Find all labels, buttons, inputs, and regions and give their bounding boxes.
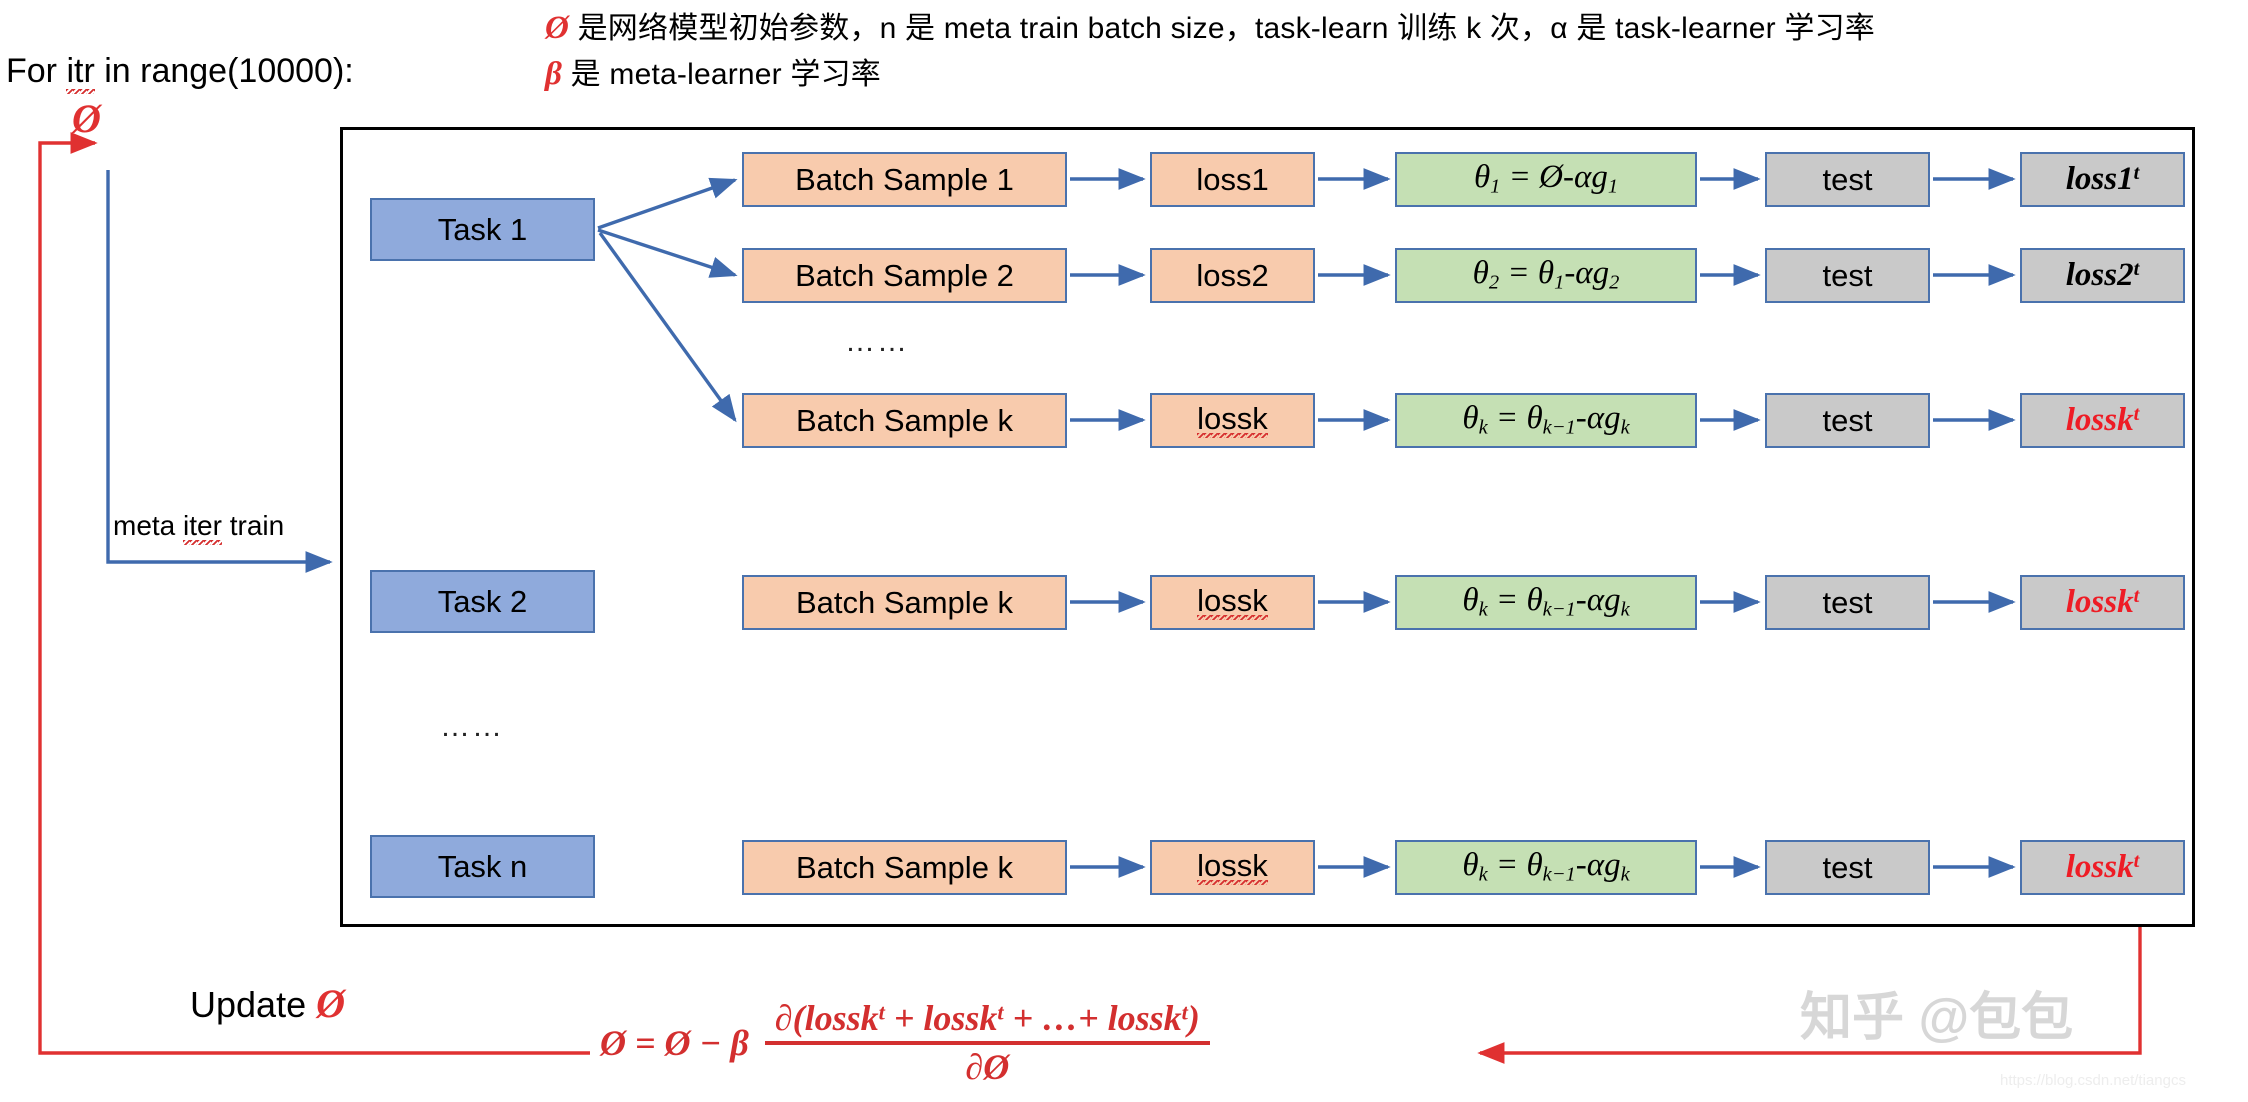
note-text-1: 是网络模型初始参数，n 是 meta train batch size，task…	[577, 12, 1876, 45]
testloss-box-r1-s2[interactable]: loss2t	[2020, 248, 2185, 303]
batch-box-r1-s1[interactable]: Batch Sample 1	[742, 152, 1067, 207]
watermark-text: 知乎 @包包	[1800, 989, 2074, 1047]
phi-start-label: Ø	[72, 96, 101, 141]
iter-misspelled: iter	[183, 510, 222, 545]
theta-formula: θ1 = Ø-αg1	[1473, 159, 1619, 199]
batch-box-r1-s2[interactable]: Batch Sample 2	[742, 248, 1067, 303]
watermark-url: https://blog.csdn.net/tiangcs	[2000, 1072, 2186, 1089]
phi-update-symbol-icon: Ø	[316, 981, 345, 1026]
testloss-label: losskt	[2065, 402, 2140, 438]
theta-formula: θk = θk−1-αgk	[1462, 582, 1630, 622]
loss-box-r1-s1[interactable]: loss1	[1150, 152, 1315, 207]
loss-label: loss1	[1196, 162, 1269, 197]
beta-symbol-icon: β	[545, 55, 563, 92]
testloss-label: loss2t	[2065, 257, 2140, 293]
task-box-1[interactable]: Task 1	[370, 198, 595, 261]
test-label: test	[1822, 850, 1873, 885]
loop-var-misspelled: itr	[66, 52, 95, 94]
testloss-box-r1-s1[interactable]: loss1t	[2020, 152, 2185, 207]
theta-formula: θ2 = θ1-αg2	[1472, 255, 1620, 295]
test-label: test	[1822, 403, 1873, 438]
test-label: test	[1822, 585, 1873, 620]
test-box-r1-s2[interactable]: test	[1765, 248, 1930, 303]
testloss-box-r2-sk[interactable]: losskt	[2020, 575, 2185, 630]
loss-label: lossk	[1197, 583, 1268, 620]
loss-label: lossk	[1197, 848, 1268, 885]
formula-denominator: ∂Ø	[965, 1046, 1010, 1087]
note-text-2: 是 meta-learner 学习率	[570, 57, 881, 91]
update-phi-label: Update Ø	[190, 981, 345, 1026]
theta-formula: θk = θk−1-αgk	[1462, 400, 1630, 440]
batch-box-rn-sk[interactable]: Batch Sample k	[742, 840, 1067, 895]
formula-beta: β	[730, 1023, 749, 1064]
loss-box-r1-sk[interactable]: lossk	[1150, 393, 1315, 448]
note-line-1: Ø 是网络模型初始参数，n 是 meta train batch size，ta…	[545, 6, 2245, 52]
batch-label: Batch Sample 2	[795, 258, 1014, 293]
theta-box-r1-sk[interactable]: θk = θk−1-αgk	[1395, 393, 1697, 448]
batch-box-r2-sk[interactable]: Batch Sample k	[742, 575, 1067, 630]
task-box-2[interactable]: Task 2	[370, 570, 595, 633]
test-box-rn-sk[interactable]: test	[1765, 840, 1930, 895]
test-box-r2-sk[interactable]: test	[1765, 575, 1930, 630]
theta-box-r2-sk[interactable]: θk = θk−1-αgk	[1395, 575, 1697, 630]
loss-label: loss2	[1196, 258, 1269, 293]
batch-label: Batch Sample k	[795, 403, 1014, 438]
loss-label: lossk	[1197, 401, 1268, 438]
test-box-r1-sk[interactable]: test	[1765, 393, 1930, 448]
meta-update-formula: Ø = Ø − β ∂(losskt + losskt + …+ losskt)…	[600, 998, 1210, 1087]
testloss-label: losskt	[2065, 584, 2140, 620]
header-notes: Ø 是网络模型初始参数，n 是 meta train batch size，ta…	[545, 6, 2245, 97]
task-label: Task n	[437, 849, 528, 884]
tasks-ellipsis: ……	[440, 710, 504, 743]
test-label: test	[1822, 162, 1873, 197]
batch-box-r1-sk[interactable]: Batch Sample k	[742, 393, 1067, 448]
testloss-label: loss1t	[2065, 161, 2140, 197]
theta-box-r1-s1[interactable]: θ1 = Ø-αg1	[1395, 152, 1697, 207]
testloss-label: losskt	[2065, 849, 2140, 885]
formula-fraction-bar	[764, 1040, 1210, 1045]
meta-train-container	[340, 127, 2195, 927]
formula-lhs: Ø	[600, 1023, 626, 1064]
formula-numerator: ∂(losskt + losskt + …+ losskt)	[774, 998, 1200, 1038]
task-box-n[interactable]: Task n	[370, 835, 595, 898]
theta-box-rn-sk[interactable]: θk = θk−1-αgk	[1395, 840, 1697, 895]
loss-box-r1-s2[interactable]: loss2	[1150, 248, 1315, 303]
formula-minus: −	[699, 1023, 722, 1064]
test-box-r1-s1[interactable]: test	[1765, 152, 1930, 207]
formula-fraction: ∂(losskt + losskt + …+ losskt) ∂Ø	[764, 998, 1210, 1087]
row1-inner-ellipsis: ……	[845, 325, 909, 358]
formula-phi: Ø	[664, 1023, 691, 1064]
task-label: Task 1	[437, 212, 528, 247]
theta-box-r1-s2[interactable]: θ2 = θ1-αg2	[1395, 248, 1697, 303]
task-label: Task 2	[437, 584, 528, 619]
testloss-box-rn-sk[interactable]: losskt	[2020, 840, 2185, 895]
note-line-2: β 是 meta-learner 学习率	[545, 52, 2245, 98]
loop-statement: For itr in range(10000):	[6, 52, 354, 94]
formula-eq: =	[635, 1023, 656, 1064]
loss-box-rn-sk[interactable]: lossk	[1150, 840, 1315, 895]
batch-label: Batch Sample k	[795, 850, 1014, 885]
batch-label: Batch Sample k	[795, 585, 1014, 620]
testloss-box-r1-sk[interactable]: losskt	[2020, 393, 2185, 448]
phi-symbol-icon: Ø	[545, 10, 570, 46]
test-label: test	[1822, 258, 1873, 293]
theta-formula: θk = θk−1-αgk	[1462, 847, 1630, 887]
loss-box-r2-sk[interactable]: lossk	[1150, 575, 1315, 630]
batch-label: Batch Sample 1	[795, 162, 1014, 197]
meta-iter-train-label: meta iter train	[113, 510, 284, 545]
